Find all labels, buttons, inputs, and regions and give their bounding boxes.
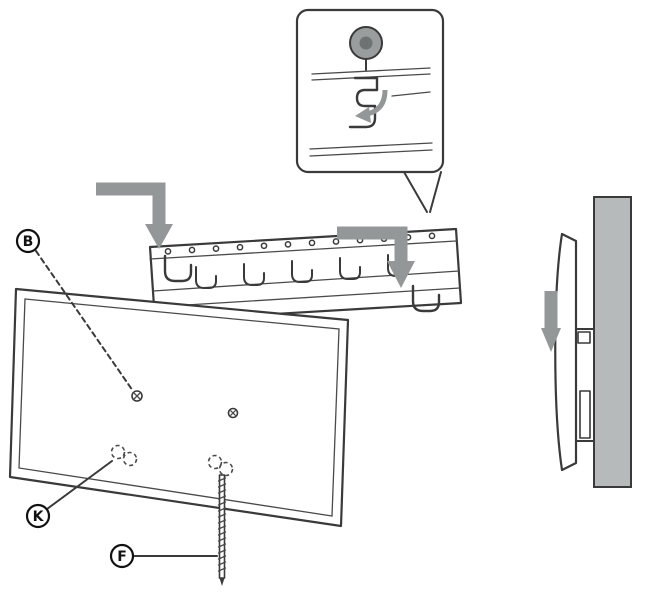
screw-head-icon (349, 26, 383, 71)
callout-k: K (25, 460, 113, 529)
hidden-hole (122, 451, 138, 467)
bracket-hole (428, 232, 436, 240)
rail-bottom-edge-lines (309, 142, 433, 157)
bracket-hole (188, 246, 196, 254)
hidden-hole-k (110, 444, 138, 467)
wall (593, 196, 632, 488)
mount-hook-block (577, 331, 591, 344)
hook-motion-arrow-head (355, 107, 371, 123)
bracket-end-slot-left (163, 254, 193, 283)
bracket-hole (308, 239, 316, 247)
bracket-hole-row (164, 232, 436, 255)
tv-rear-inner-border (18, 298, 340, 517)
callout-k-leader (46, 460, 113, 510)
mount-hardware (575, 328, 594, 442)
bracket-end-slot-right (411, 284, 441, 313)
screw-hole-upper-right (227, 407, 239, 419)
hook-motion-arrow (355, 89, 388, 123)
callout-f: F (109, 543, 218, 569)
rail-side-line (391, 91, 431, 97)
press-down-arrow-side (541, 291, 561, 352)
mounting-screw (217, 474, 227, 586)
detail-inset (295, 8, 445, 213)
hook-icon (348, 76, 379, 129)
callout-b: B (15, 228, 134, 392)
callout-f-label: F (117, 549, 127, 565)
screw-hole-cross (133, 392, 141, 400)
press-down-arrow-side-head (541, 328, 561, 352)
hidden-hole (207, 454, 223, 470)
tv-side-profile (554, 232, 578, 472)
callout-f-circle (109, 543, 135, 569)
bracket-hooks (163, 254, 441, 313)
bracket-hole (332, 238, 340, 245)
side-view (541, 196, 632, 488)
wall-mount-bracket (148, 227, 463, 323)
callout-b-leader (35, 250, 134, 392)
tv-rear-panel (8, 287, 350, 528)
bracket-hole (164, 248, 172, 255)
bracket-hook (339, 257, 361, 280)
hook-motion-arrow-shaft (366, 89, 388, 117)
hidden-hole-f (207, 454, 234, 477)
callout-b-circle (15, 228, 41, 254)
press-down-arrow-right (337, 226, 415, 288)
hidden-hole (218, 461, 234, 477)
screw-hole-upper-left (131, 390, 143, 402)
hidden-hole (110, 444, 126, 460)
press-down-arrow-right-shaft (337, 226, 408, 263)
screw-thread-ticks (217, 477, 227, 572)
bracket-hole (284, 241, 292, 248)
tv-rear-outline (8, 287, 350, 528)
callout-b-label: B (23, 234, 34, 250)
bracket-hole (212, 245, 220, 252)
bracket-hole (260, 242, 268, 250)
screw-tip (219, 578, 225, 586)
bracket-hook (291, 260, 313, 283)
callout-k-circle (25, 503, 51, 529)
bracket-hole (236, 243, 244, 251)
bracket-lower-line (153, 287, 461, 308)
mount-spacer (579, 390, 591, 439)
bracket-hook (195, 266, 217, 289)
inset-callout-leader (403, 171, 442, 213)
press-down-arrow-right-head (387, 261, 415, 288)
press-down-arrow-left-shaft (96, 182, 166, 226)
screw-head-inner (359, 36, 373, 50)
press-down-arrow-left-head (145, 224, 173, 249)
screw-hole-cross (230, 410, 236, 416)
press-down-arrow-left (96, 182, 173, 249)
callout-k-label: K (33, 509, 45, 525)
bracket-hook (243, 263, 265, 286)
